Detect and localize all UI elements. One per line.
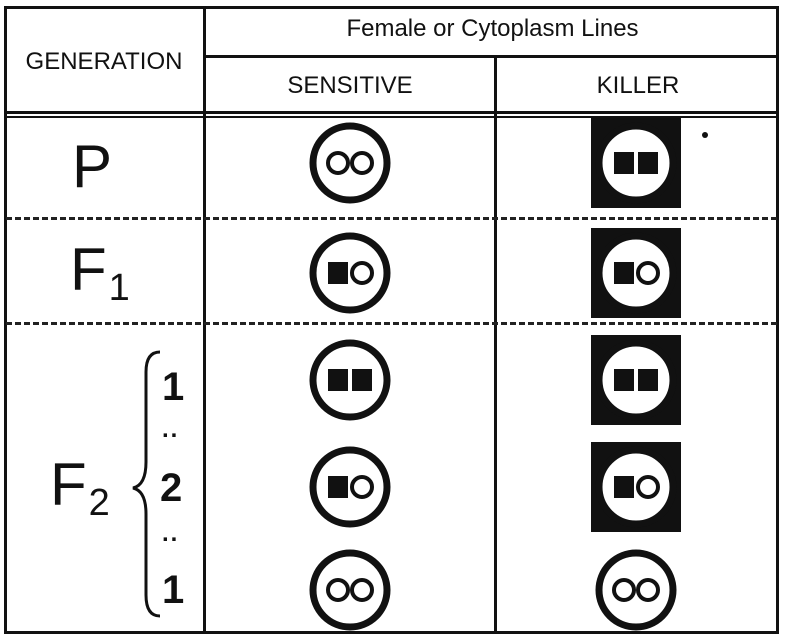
f2-ratio-separator-2: .. — [162, 520, 180, 547]
f2-ratio-second: 2 — [160, 466, 183, 510]
nucleus-round — [326, 151, 350, 175]
generation-f2-label: F2 — [50, 455, 110, 524]
generation-f1-label: F1 — [70, 240, 130, 309]
cell-f2-2-killer — [591, 442, 681, 532]
nucleus-round — [636, 578, 660, 602]
nucleus-square — [328, 262, 348, 284]
nucleus-square — [614, 152, 634, 174]
nucleus-square — [614, 476, 634, 498]
f2-ratio-first: 1 — [162, 365, 185, 409]
nucleus-square — [328, 369, 348, 391]
column-divider-killer — [494, 55, 497, 634]
generation-p-label: P — [72, 137, 112, 197]
nucleus-square — [638, 369, 658, 391]
f2-ratio-separator-1: .. — [162, 416, 180, 443]
nucleus-square — [328, 476, 348, 498]
cell-f2-1-killer — [591, 335, 681, 425]
lines-title: Female or Cytoplasm Lines — [346, 15, 639, 42]
cell-f2-3-killer — [595, 549, 677, 631]
generation-f1-subscript: 1 — [108, 267, 130, 309]
header-bottom-rule — [4, 111, 779, 114]
nucleus-round — [612, 578, 636, 602]
column-divider-generation — [203, 6, 206, 634]
nucleus-square — [614, 262, 634, 284]
row-divider-p-f1 — [6, 217, 777, 220]
nucleus-round — [350, 261, 374, 285]
generation-f1-letter: F — [70, 236, 107, 303]
nucleus-round — [636, 475, 660, 499]
nucleus-round — [350, 475, 374, 499]
row-divider-f1-f2 — [6, 322, 777, 325]
cell-p-sensitive — [309, 122, 391, 204]
nucleus-square — [352, 369, 372, 391]
cell-f2-1-sensitive — [309, 339, 391, 421]
nucleus-round — [350, 151, 374, 175]
header-bottom-rule-2 — [4, 116, 779, 118]
killer-column-header: KILLER — [596, 72, 680, 99]
cell-f2-3-sensitive — [309, 549, 391, 631]
cell-p-killer — [591, 118, 681, 208]
cell-f1-sensitive — [309, 232, 391, 314]
nucleus-square — [614, 369, 634, 391]
nucleus-square — [638, 152, 658, 174]
cell-f1-killer — [591, 228, 681, 318]
header-subdivider — [203, 55, 779, 58]
cell-f2-2-sensitive — [309, 446, 391, 528]
table-frame — [4, 6, 779, 634]
cell-ring — [595, 339, 677, 421]
nucleus-round — [326, 578, 350, 602]
cell-ring — [595, 122, 677, 204]
cell-ring — [309, 339, 391, 421]
nucleus-round — [350, 578, 374, 602]
sensitive-column-header: SENSITIVE — [287, 72, 413, 99]
generation-f2-subscript: 2 — [88, 482, 110, 524]
generation-p-letter: P — [72, 133, 113, 200]
f2-ratio-third: 1 — [162, 568, 185, 612]
generation-header: GENERATION — [25, 48, 183, 75]
generation-f2-letter: F — [50, 451, 87, 518]
nucleus-round — [636, 261, 660, 285]
